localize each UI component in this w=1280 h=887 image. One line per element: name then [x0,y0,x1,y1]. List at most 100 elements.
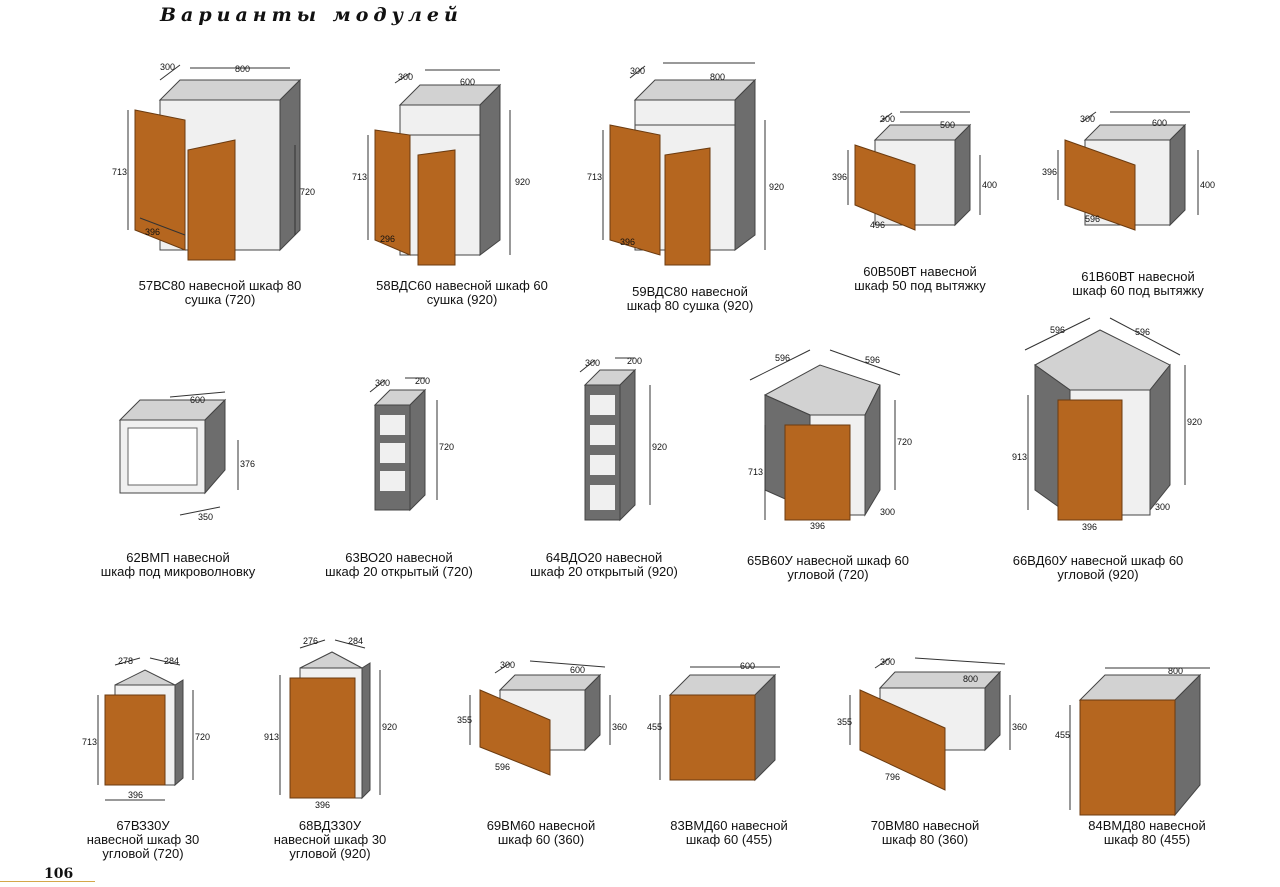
cabinet-drawing-65: 596 596 720 713 396 300 [748,349,912,531]
dim-side: 300 [880,507,895,517]
dim-width-right: 284 [164,656,179,666]
dim-height: 920 [1187,417,1202,427]
dim-width-right: 596 [865,355,880,365]
dim-depth: 300 [585,358,600,368]
dim-depth: 300 [1080,114,1095,124]
dim-door-height: 396 [1042,167,1057,177]
dim-height: 720 [195,732,210,742]
dim-door-height: 713 [748,467,763,477]
dim-door-width: 396 [145,227,160,237]
dim-door-height: 713 [112,167,127,177]
dim-width: 800 [963,674,978,684]
page-title: Варианты модулей [160,4,463,26]
dim-depth: 300 [630,66,645,76]
dim-width: 600 [190,395,205,405]
dim-height: 400 [982,180,997,190]
dim-width: 800 [1168,666,1183,676]
dim-door-height: 713 [352,172,367,182]
dim-depth: 300 [160,62,175,72]
dim-height: 720 [897,437,912,447]
cabinet-drawing-84: 800 455 [1055,666,1210,817]
dim-depth: 300 [375,378,390,388]
dim-door-width: 496 [870,220,885,230]
dim-width: 600 [740,661,755,671]
dim-height: 360 [612,722,627,732]
dim-width-left: 596 [775,353,790,363]
dim-door-height: 355 [837,717,852,727]
dim-width: 800 [710,72,725,82]
dim-door-width: 296 [380,234,395,244]
cabinet-drawing-68: 276 284 920 913 396 [264,636,397,810]
dim-width: 200 [627,356,642,366]
dim-depth: 300 [398,72,413,82]
dim-height: 920 [652,442,667,452]
dim-depth: 300 [880,657,895,667]
dim-height: 376 [240,459,255,469]
dim-door-width: 396 [1082,522,1097,532]
dim-height: 455 [647,722,662,732]
dim-door-width: 796 [885,772,900,782]
dim-height: 920 [382,722,397,732]
cabinet-drawing-63: 300 200 720 [369,376,454,512]
dim-width-left: 276 [303,636,318,646]
cabinet-drawing-64: 300 200 920 [579,356,667,522]
dim-height: 455 [1055,730,1070,740]
cabinet-drawing-67: 278 284 720 713 396 [82,656,210,801]
cabinet-drawing-59: 300 800 920 713 396 [587,62,784,266]
dim-door-width: 396 [128,790,143,800]
dim-width-right: 284 [348,636,363,646]
cabinet-drawing-70: 300 800 360 355 796 [837,657,1027,791]
dim-door-width: 596 [495,762,510,772]
cabinet-drawing-83: 600 455 [647,661,780,782]
dim-door-height: 913 [264,732,279,742]
page-number: 106 [44,866,74,882]
dim-width-right: 596 [1135,327,1150,337]
dim-door-width: 396 [810,521,825,531]
cabinet-drawing-66: 596 596 920 913 396 300 [1012,317,1202,532]
cabinet-drawing-69: 300 600 360 355 596 [457,660,627,776]
dim-door-height: 355 [457,715,472,725]
dim-height: 920 [769,182,784,192]
dim-side: 300 [1155,502,1170,512]
dim-width: 500 [940,120,955,130]
dim-width-left: 596 [1050,325,1065,335]
cabinet-drawing-58: 300 600 920 713 296 [352,69,530,266]
dim-door-width: 396 [315,800,330,810]
cabinet-drawing-61: 300 600 400 396 596 [1042,111,1215,231]
page-footer-rule [0,881,95,882]
dim-width: 600 [460,77,475,87]
dim-width: 800 [235,64,250,74]
dim-door-height: 396 [832,172,847,182]
dim-depth: 350 [198,512,213,522]
cabinet-drawing-57: 300 800 720 713 396 [112,62,315,261]
dim-height: 720 [300,187,315,197]
cabinet-drawing-62: 600 376 350 [118,391,255,522]
dim-width-left: 278 [118,656,133,666]
dim-door-height: 713 [82,737,97,747]
dim-door-height: 913 [1012,452,1027,462]
dim-height: 400 [1200,180,1215,190]
dim-height: 920 [515,177,530,187]
dim-width: 600 [570,665,585,675]
dim-width: 200 [415,376,430,386]
dim-depth: 300 [880,114,895,124]
dim-height: 360 [1012,722,1027,732]
dim-depth: 300 [500,660,515,670]
dim-height: 720 [439,442,454,452]
